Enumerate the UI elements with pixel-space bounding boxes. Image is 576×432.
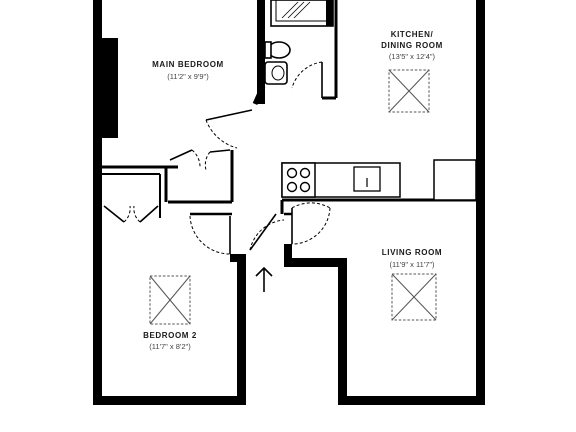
door-closet-swing-2 [204, 151, 211, 171]
door-main-bedroom-leaf [205, 109, 253, 121]
stove [281, 162, 316, 198]
wall-entry-left [230, 254, 246, 262]
skylight-living [391, 273, 437, 321]
room-dim-main-bedroom: (11'2" x 9'9") [167, 72, 209, 81]
room-name-bedroom-2: BEDROOM 2 [143, 331, 197, 340]
wall-bottom-right [338, 396, 485, 405]
door-bedroom2-swing [189, 215, 231, 255]
door-entrance-swing [249, 219, 285, 251]
door-closet-swing-1 [191, 149, 201, 169]
burner-3 [286, 181, 298, 193]
entrance-arrow [255, 266, 273, 292]
kitchen-counter [281, 159, 477, 201]
toilet-cistern [264, 41, 272, 59]
door-closet-leaf-2 [209, 149, 231, 153]
room-name-kitchen-line2: DINING ROOM [381, 41, 443, 50]
doors [103, 61, 331, 255]
room-dim-bedroom-2: (11'7" x 8'2") [149, 342, 191, 351]
exterior-walls [93, 0, 485, 405]
door-entrance-leaf [249, 213, 277, 251]
wall-top-right-stub [479, 0, 485, 10]
skylights [149, 69, 437, 325]
wall-bottom-left [93, 396, 246, 405]
skylight-kitchen [388, 69, 430, 113]
closet-block [102, 38, 118, 138]
room-name-kitchen-line1: KITCHEN/ [391, 30, 434, 39]
shower-hatch-2 [287, 1, 305, 19]
bathroom [264, 0, 334, 85]
door-main-bedroom-swing [205, 119, 238, 149]
door-b2-closet-leaf-2 [139, 205, 159, 223]
skylight-bedroom2 [149, 275, 191, 325]
door-bathroom-swing [291, 61, 323, 89]
wall-bathroom-left [257, 0, 265, 104]
shower-hatch-1 [281, 1, 299, 19]
door-living-swing [291, 202, 331, 245]
wall-bedroom2-right [237, 258, 246, 405]
wall-living-top-left [284, 258, 347, 267]
shower-hatch-3 [293, 1, 311, 19]
door-b2-closet-swing-2 [133, 205, 141, 223]
wall-entry-right [284, 244, 292, 267]
room-name-living-room: LIVING ROOM [382, 248, 442, 257]
burner-2 [299, 167, 311, 179]
sink-bowl [271, 65, 285, 81]
wall-right [476, 0, 485, 405]
burner-1 [286, 167, 298, 179]
door-b2-closet-swing-1 [123, 205, 131, 223]
door-b2-closet-leaf-1 [103, 205, 125, 223]
door-closet-leaf-1 [169, 149, 193, 161]
wall-bathroom-diag [252, 84, 266, 106]
room-dim-kitchen: (13'5" x 12'4") [389, 52, 436, 61]
shower-edge [326, 0, 333, 26]
wall-left-bottom [93, 165, 102, 405]
fridge [433, 159, 477, 201]
burner-4 [299, 181, 311, 193]
room-dim-living-room: (11'9" x 11'7") [389, 260, 435, 269]
wall-living-left [338, 258, 347, 405]
wall-left-top [93, 0, 102, 170]
room-name-main-bedroom: MAIN BEDROOM [152, 60, 224, 69]
